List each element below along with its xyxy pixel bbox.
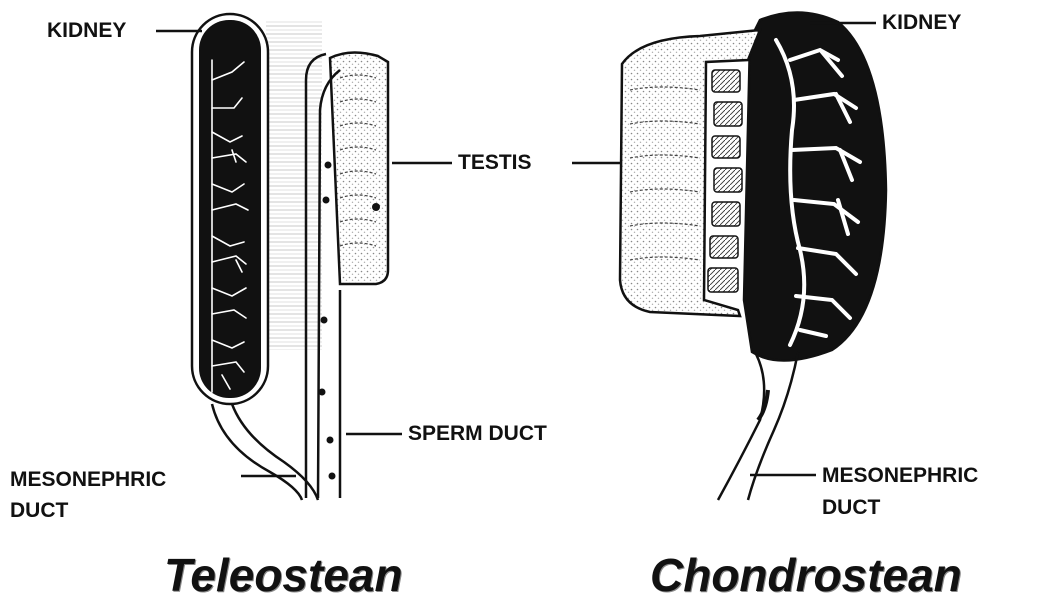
- teleostean-kidney-label: KIDNEY: [47, 17, 126, 44]
- chondrostean-caption: Chondrostean: [650, 548, 962, 602]
- teleostean-mesonephric-label-line2: DUCT: [10, 497, 68, 524]
- teleostean-diagram: [192, 14, 388, 500]
- teleostean-caption: Teleostean: [164, 548, 403, 602]
- teleostean-mesonephric-duct: [212, 404, 318, 500]
- teleostean-mesentery: [266, 20, 322, 350]
- chondrostean-kidney-label: KIDNEY: [882, 9, 961, 36]
- chondrostean-diagram: [620, 12, 886, 500]
- chondrostean-mesonephric-duct: [718, 352, 798, 500]
- chondrostean-mesonephric-label-line1: MESONEPHRIC: [822, 462, 978, 489]
- sperm-duct-label: SPERM DUCT: [408, 420, 547, 447]
- testis-label: TESTIS: [458, 149, 532, 176]
- teleostean-kidney: [192, 14, 268, 404]
- chondrostean-mesonephric-label-line2: DUCT: [822, 494, 880, 521]
- teleostean-testis: [330, 52, 388, 284]
- teleostean-mesonephric-label-line1: MESONEPHRIC: [10, 466, 166, 493]
- chondrostean-testis-lobules: [708, 70, 742, 292]
- chondrostean-kidney: [744, 12, 886, 360]
